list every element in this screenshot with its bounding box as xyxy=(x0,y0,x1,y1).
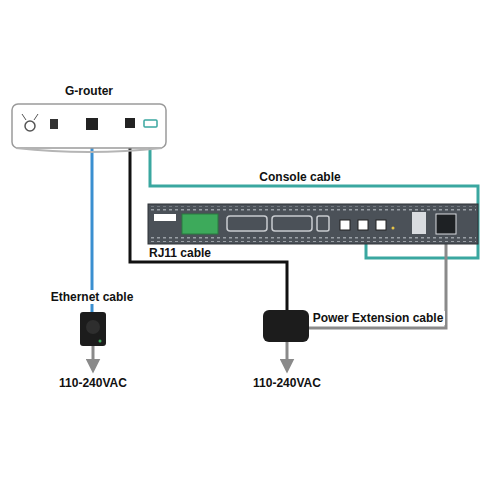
cable-label: 110-240VAC xyxy=(59,376,127,390)
db-connector xyxy=(227,216,267,231)
poe-adapter xyxy=(80,312,106,346)
cable-label: Console cable xyxy=(259,170,340,184)
ethernet-cable xyxy=(91,146,94,312)
mains-arrow xyxy=(286,342,289,366)
device-vents xyxy=(150,206,476,212)
cable-label: Ethernet cable xyxy=(49,290,136,304)
console-cable xyxy=(150,146,478,258)
power-extension-cable xyxy=(308,234,446,328)
cable-label: 110-240VAC xyxy=(253,376,321,390)
module-card xyxy=(182,214,218,234)
rj45-port xyxy=(358,220,368,230)
rj11-port xyxy=(125,118,135,128)
power-switch xyxy=(412,212,426,234)
eth-port xyxy=(86,118,98,130)
status-led xyxy=(392,227,395,230)
power-jack xyxy=(50,119,58,129)
cable-label: RJ11 cable xyxy=(149,246,211,260)
adapter-port xyxy=(86,320,100,334)
node-heading: G-router xyxy=(11,84,167,98)
rj45-port xyxy=(340,220,350,230)
device-node: G-router xyxy=(11,84,167,98)
rj45-port xyxy=(376,220,386,230)
antenna-mark xyxy=(22,114,38,120)
power-socket xyxy=(436,214,456,234)
db-connector xyxy=(317,216,329,231)
db-connector xyxy=(272,216,312,231)
adapter-led xyxy=(99,340,102,343)
console-port xyxy=(144,120,157,127)
device-chassis xyxy=(148,204,478,244)
router-base xyxy=(16,148,162,152)
mains-arrow xyxy=(92,346,95,366)
router-body xyxy=(12,104,166,148)
cable-label: Power Extension cable xyxy=(311,311,446,325)
device-label-plate xyxy=(154,214,176,221)
device-vents xyxy=(150,236,476,242)
power-brick xyxy=(263,310,309,342)
antenna-connector xyxy=(25,121,35,131)
